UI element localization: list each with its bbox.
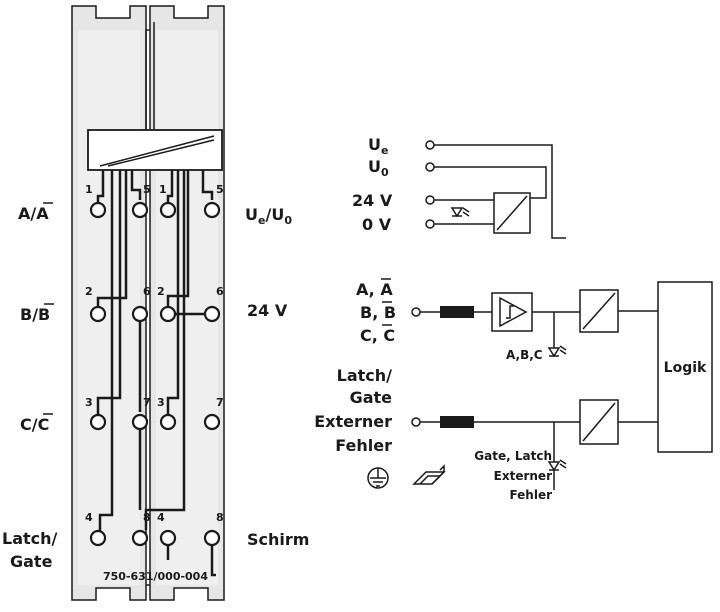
terminal-number: 4	[85, 511, 93, 524]
label-gate: Gate	[10, 552, 53, 571]
circuit-gate: Gate	[350, 388, 393, 407]
label-schirm: Schirm	[247, 530, 309, 549]
led-latch-1: Gate, Latch	[474, 449, 552, 463]
terminal-number: 3	[85, 396, 93, 409]
supply-circuit	[425, 140, 566, 239]
circuit-a: A, A	[356, 280, 393, 299]
led-latch-3: Fehler	[509, 488, 552, 502]
circuit-latch: Latch/	[337, 366, 393, 385]
terminal-7	[131, 413, 149, 431]
terminal-5b	[203, 201, 221, 219]
terminal-number: 5	[143, 183, 151, 196]
logic-block: Logik	[657, 281, 713, 453]
terminal-number: 1	[85, 183, 93, 196]
circuit-fehler: Fehler	[335, 436, 392, 455]
logic-label: Logik	[664, 360, 707, 376]
terminal-5	[131, 201, 149, 219]
terminal-4	[89, 529, 107, 547]
terminal-number: 8	[143, 511, 151, 524]
terminal-4b	[159, 529, 177, 547]
terminal-number: 8	[216, 511, 224, 524]
label-b: B/B	[20, 305, 50, 324]
terminal-number: 6	[143, 285, 151, 298]
circuit-b: B, B	[360, 303, 396, 322]
terminal-number: 5	[216, 183, 224, 196]
terminal-number: 3	[157, 396, 165, 409]
led-latch-2: Externer	[494, 469, 552, 483]
terminal-7b	[203, 413, 221, 431]
terminal-2b	[159, 305, 177, 323]
terminal-3b	[159, 413, 177, 431]
circuit-24v: 24 V	[352, 191, 393, 210]
led-abc: A,B,C	[506, 348, 543, 362]
terminal-1b	[159, 201, 177, 219]
circuit-u0: U0	[368, 157, 389, 179]
din-rail-icon	[412, 464, 446, 485]
label-latch: Latch/	[2, 529, 58, 548]
internal-wiring	[96, 170, 216, 577]
terminal-8b	[203, 529, 221, 547]
terminal-number: 4	[157, 511, 165, 524]
electronics-block	[87, 129, 223, 171]
terminal-1	[89, 201, 107, 219]
terminal-2	[89, 305, 107, 323]
circuit-0v: 0 V	[362, 215, 392, 234]
circuit-ue: Ue	[368, 135, 388, 157]
part-number: 750-631/000-004	[103, 570, 208, 583]
abc-input-circuit	[411, 289, 658, 358]
terminals	[89, 201, 221, 547]
ground-icon	[367, 467, 389, 489]
terminal-number: 2	[157, 285, 165, 298]
latch-input-circuit	[411, 399, 658, 490]
label-c: C/C	[20, 415, 49, 434]
circuit-c: C, C	[360, 326, 395, 345]
terminal-number: 7	[216, 396, 224, 409]
terminal-8	[131, 529, 149, 547]
terminal-number: 1	[159, 183, 167, 196]
terminal-6	[131, 305, 149, 323]
label-ue-u0: Ue/U0	[245, 205, 292, 227]
terminal-number: 6	[216, 285, 224, 298]
terminal-number: 2	[85, 285, 93, 298]
label-a: A/A	[18, 204, 49, 223]
terminal-3	[89, 413, 107, 431]
label-24v: 24 V	[247, 301, 288, 320]
terminal-6b	[203, 305, 221, 323]
terminal-number: 7	[143, 396, 151, 409]
circuit-externer: Externer	[314, 412, 392, 431]
